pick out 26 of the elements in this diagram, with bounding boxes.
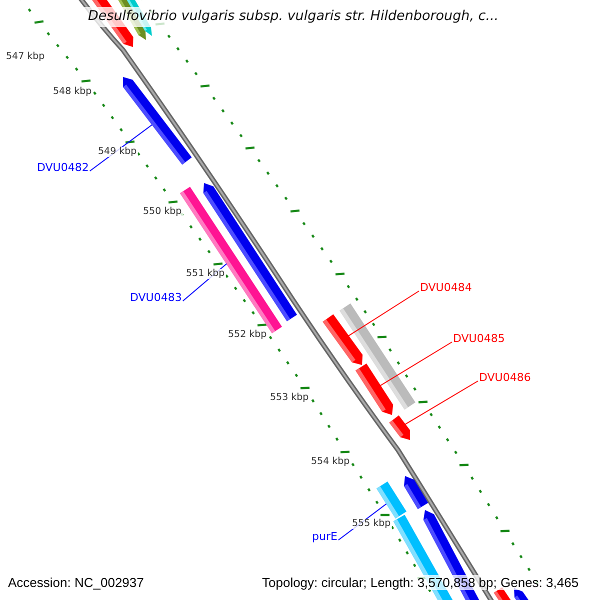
- gene-label: DVU0482: [37, 162, 89, 173]
- accession-text: Accession: NC_002937: [6, 575, 146, 590]
- gene-feature: [322, 314, 363, 365]
- tick-label: 553 kbp: [269, 393, 310, 402]
- tick-label: 549 kbp: [97, 147, 138, 156]
- gene-feature: [203, 183, 298, 322]
- gene-label: DVU0485: [453, 333, 505, 344]
- gene-feature: [356, 363, 394, 415]
- tick-label: 548 kbp: [52, 87, 93, 96]
- tick-label: 551 kbp: [185, 269, 226, 278]
- tick-label: 547 kbp: [5, 52, 46, 62]
- leader-line: [348, 290, 420, 336]
- leader-line: [404, 380, 478, 425]
- tick-label: 552 kbp: [227, 330, 268, 340]
- gene-label: purE: [312, 531, 338, 542]
- leader-line: [380, 342, 452, 386]
- gene-feature: [404, 476, 428, 510]
- gene-feature: [389, 415, 410, 440]
- tick-label: 554 kbp: [310, 457, 351, 466]
- tick-label: 555 kbp: [351, 519, 392, 528]
- gene-label: DVU0486: [479, 372, 531, 383]
- genome-summary-text: Topology: circular; Length: 3,570,858 bp; Genes: 3,465: [260, 575, 581, 590]
- gene-feature: [376, 482, 406, 518]
- tick-label: 550 kbp: [142, 207, 183, 216]
- gene-label: DVU0484: [420, 282, 472, 293]
- gene-label: DVU0483: [130, 292, 182, 303]
